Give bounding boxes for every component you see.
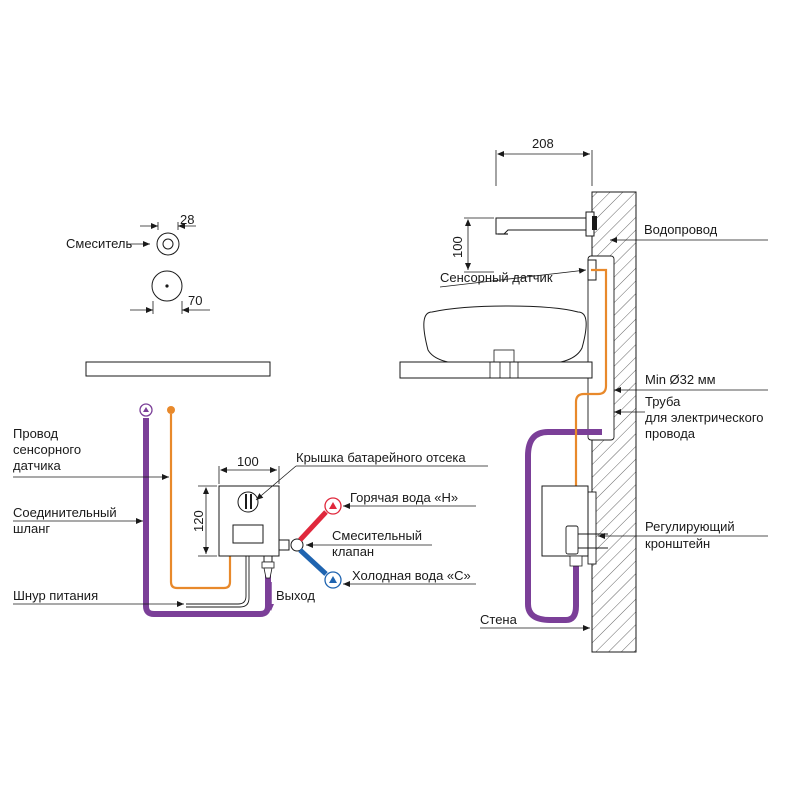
battery-cover-label: Крышка батарейного отсека <box>296 450 466 465</box>
basin <box>399 305 593 379</box>
rosette-view: 70 <box>130 270 210 314</box>
hot-water-label: Горячая вода «Н» <box>350 490 458 505</box>
outlet-arrow-icon <box>268 604 274 611</box>
bracket <box>587 491 597 565</box>
sensor-wire-right <box>574 268 608 492</box>
battery-cover-knob <box>237 491 259 513</box>
conduit-label-1: Труба <box>645 394 681 409</box>
valve-connector <box>278 539 290 551</box>
dim-spout-height: 100 <box>450 236 465 258</box>
wall-section <box>587 191 637 653</box>
mixer-outlet <box>162 238 174 250</box>
hose-label-2: шланг <box>13 521 50 536</box>
control-box-assembly: 100 120 <box>139 403 342 617</box>
dim-box-height: 120 <box>191 510 206 532</box>
control-box-right <box>541 485 608 567</box>
mixing-valve <box>290 538 304 552</box>
power-cord <box>186 552 250 608</box>
control-box-window <box>232 524 264 544</box>
conduit-label-2: для электрического <box>645 410 764 425</box>
bracket-label-2: кронштейн <box>645 536 710 551</box>
sensor-label: Сенсорный датчик <box>440 270 553 285</box>
wall-label: Стена <box>480 612 518 627</box>
mixer-label: Смеситель <box>66 236 133 251</box>
mixing-valve-label-2: клапан <box>332 544 374 559</box>
conduit <box>587 255 615 441</box>
sensor-wire-end-icon <box>167 406 175 414</box>
sensor-wire-label-1: Провод <box>13 426 59 441</box>
dim-spout-reach: 208 <box>532 136 554 151</box>
bracket-label-1: Регулирующий <box>645 519 735 534</box>
conduit-label-3: провода <box>645 426 696 441</box>
hose-label-1: Соединительный <box>13 505 117 520</box>
power-cord-label: Шнур питания <box>13 588 98 603</box>
sensor-wire <box>169 414 232 590</box>
min-pipe-label: Min Ø32 мм <box>645 372 716 387</box>
sensor-wire-label-3: датчика <box>13 458 61 473</box>
mixing-valve-label-1: Смесительный <box>332 528 422 543</box>
countertop-left <box>85 361 271 377</box>
dim-mixer-width: 28 <box>180 212 194 227</box>
dim-box-width: 100 <box>237 454 259 469</box>
connecting-hose-right <box>525 429 602 623</box>
mixer-top-view: Смеситель 28 <box>66 212 196 256</box>
sensor-wire-label-2: сенсорного <box>13 442 81 457</box>
connecting-hose <box>143 418 271 617</box>
countertop-right <box>399 361 593 379</box>
cold-water-label: Холодная вода «С» <box>352 568 471 583</box>
water-supply-label: Водопровод <box>644 222 718 237</box>
dim-rosette-width: 70 <box>188 293 202 308</box>
spout <box>495 211 597 237</box>
outlet-label: Выход <box>276 588 315 603</box>
